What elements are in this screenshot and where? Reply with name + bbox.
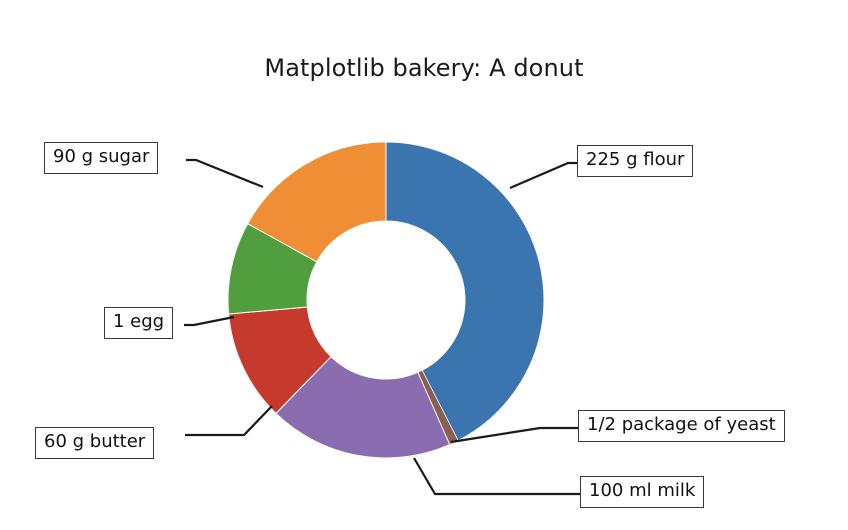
wedge-flour[interactable] [385,141,545,442]
leader-line-sugar [186,158,264,189]
annotation-label-flour[interactable]: 225 g flour [577,145,694,177]
leader-line-egg [184,315,235,327]
donut-wedges [227,141,545,459]
leader-line-butter [185,405,273,437]
wedge-milk[interactable] [275,355,451,459]
leader-line-milk [413,457,580,496]
page-title: Matplotlib bakery: A donut [264,54,584,82]
annotation-label-egg[interactable]: 1 egg [104,307,174,339]
wedge-sugar[interactable] [246,141,387,263]
annotation-label-butter[interactable]: 60 g butter [35,427,155,459]
leader-lines [184,158,580,496]
leader-line-flour [509,161,577,190]
leader-line-yeast [450,426,578,444]
annotation-label-sugar[interactable]: 90 g sugar [44,142,159,174]
annotation-label-yeast[interactable]: 1/2 package of yeast [578,410,785,442]
annotation-label-milk[interactable]: 100 ml milk [580,476,705,508]
